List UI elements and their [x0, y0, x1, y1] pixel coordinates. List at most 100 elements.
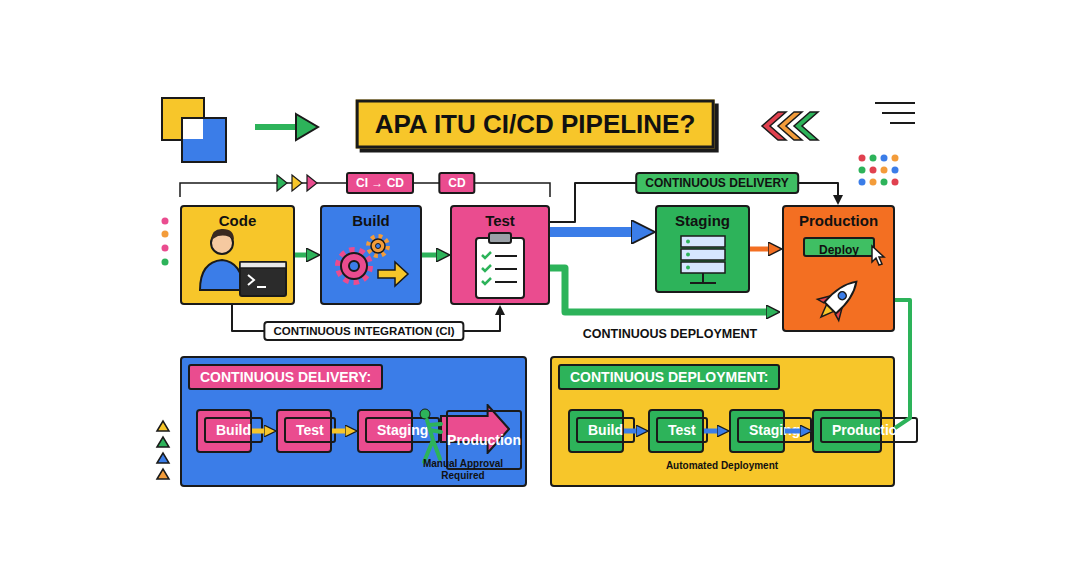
gear-icon — [378, 262, 408, 286]
gear-icon — [376, 244, 381, 249]
dot-grid — [881, 179, 888, 186]
group-heading: CONTINUOUS DEPLOYMENT: — [558, 364, 780, 390]
dot-grid — [870, 155, 877, 162]
side-triangles — [157, 421, 169, 479]
checklist-icon — [476, 238, 524, 298]
process-box: ProductionDeploy — [782, 205, 895, 332]
developer-icon — [211, 229, 234, 240]
corner-squares — [182, 118, 226, 162]
dot-grid — [859, 155, 866, 162]
gear-icon — [349, 261, 359, 271]
rocket-icon — [817, 291, 830, 304]
side-dots — [162, 218, 169, 225]
box-label: Test — [452, 212, 548, 229]
box-label: Staging — [365, 417, 440, 443]
flow-connector — [750, 247, 768, 252]
corner-squares — [162, 98, 226, 162]
chevron-marks — [762, 112, 818, 140]
side-triangles — [157, 453, 169, 463]
box-label: Staging — [657, 212, 748, 229]
flow-connector — [550, 227, 631, 237]
process-box: Code — [180, 205, 295, 305]
checklist-icon — [489, 233, 511, 243]
corner-squares — [183, 119, 203, 139]
server-icon — [686, 266, 690, 270]
side-triangles — [157, 469, 169, 479]
side-triangles — [157, 437, 169, 447]
box-label: Build — [204, 417, 263, 443]
process-box: Build — [568, 409, 624, 453]
dot-grid — [892, 167, 899, 174]
rocket-icon — [810, 271, 867, 328]
chevron-marks — [778, 112, 802, 140]
box-label: Build — [322, 212, 420, 229]
dot-grid — [870, 179, 877, 186]
checklist-icon — [476, 233, 524, 298]
gear-icon — [341, 253, 367, 279]
box-label: Test — [656, 417, 708, 443]
note-text: Automated Deployment — [637, 460, 807, 472]
corner-squares — [162, 98, 204, 140]
side-dots — [162, 218, 169, 266]
pushing-person — [424, 420, 441, 462]
flow-connector — [232, 305, 500, 331]
developer-icon — [248, 275, 254, 285]
pushing-person — [420, 409, 430, 419]
cursor-icon — [872, 246, 884, 265]
dot-grid — [870, 167, 877, 174]
side-dots — [162, 245, 169, 252]
process-box: Staging — [729, 409, 785, 453]
server-icon — [681, 236, 725, 247]
developer-icon — [257, 286, 266, 288]
dot-grid — [859, 167, 866, 174]
group-box: CONTINUOUS DEPLOYMENT: Build Test Staging Pr… — [550, 356, 895, 487]
top-bracket — [292, 175, 302, 191]
box-label: Build — [576, 417, 635, 443]
side-dots — [162, 259, 169, 266]
box-label: Production — [784, 212, 893, 229]
note-text: Manual Approval Required — [415, 458, 511, 482]
top-bracket — [277, 175, 287, 191]
box-label: Deploy — [819, 243, 859, 257]
title-banner: APA ITU CI/CD PIPELINE? — [356, 100, 715, 149]
process-box: Staging — [357, 409, 413, 453]
rocket-icon — [817, 304, 833, 320]
chevron-marks — [794, 112, 818, 140]
top-bracket — [307, 175, 317, 191]
box-label: Code — [182, 212, 293, 229]
box-label: Production — [820, 417, 918, 443]
developer-icon — [240, 262, 286, 268]
rocket-icon — [837, 290, 848, 301]
pushing-person — [420, 409, 441, 462]
developer-icon — [200, 260, 244, 290]
flow-connector — [252, 429, 264, 434]
developer-icon — [211, 232, 233, 254]
gear-icon — [339, 251, 369, 281]
server-icon — [681, 236, 725, 283]
checklist-icon — [482, 252, 491, 284]
dot-grid — [892, 155, 899, 162]
process-box: Test — [276, 409, 332, 453]
checklist-icon — [495, 256, 517, 282]
chevron-marks — [762, 112, 786, 140]
cursor-icon — [872, 246, 884, 265]
server-icon — [690, 273, 716, 283]
process-box: Production — [812, 409, 882, 453]
dot-grid — [892, 179, 899, 186]
speed-lines — [875, 103, 915, 123]
server-icon — [681, 249, 725, 260]
group-heading: CONTINUOUS DELIVERY: — [188, 364, 383, 390]
stage-tag: CD — [438, 172, 475, 194]
flow-connector — [550, 268, 766, 312]
process-box: Build — [320, 205, 422, 305]
stage-tag: CI → CD — [346, 172, 414, 194]
dot-grid — [881, 167, 888, 174]
side-dots — [162, 231, 169, 238]
dot-grid — [859, 155, 899, 186]
box-label: Test — [284, 417, 336, 443]
flow-connector — [624, 429, 636, 434]
gear-icon — [371, 239, 385, 253]
